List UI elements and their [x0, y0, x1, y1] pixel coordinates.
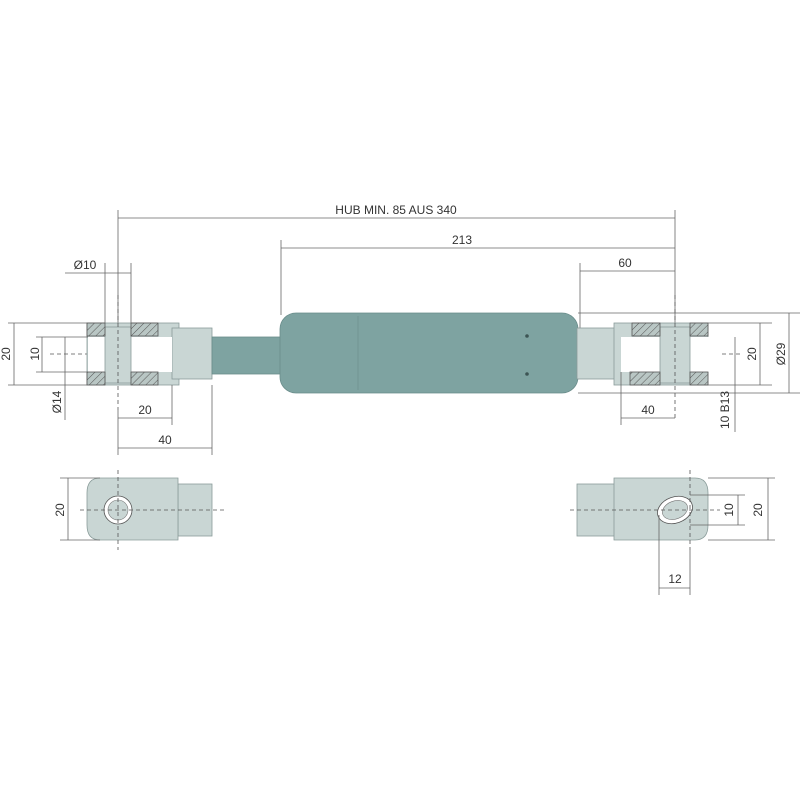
left-hole-label: Ø14: [50, 390, 64, 413]
left-hole-dimension: Ø14: [50, 337, 66, 420]
right-body-diameter-dimension: Ø29: [578, 312, 800, 394]
bottom-right-slot-label: 10: [722, 503, 736, 517]
right-slot-tolerance-label: 10 B13: [718, 391, 732, 429]
right-offset-label: 60: [618, 256, 632, 270]
left-height-dimension: 20: [0, 322, 87, 386]
stroke-label: HUB MIN. 85 AUS 340: [335, 203, 457, 217]
bottom-right-height-label: 20: [751, 503, 765, 517]
left-height-label: 20: [0, 347, 13, 361]
left-eye-to-slot-label: 20: [138, 403, 152, 417]
right-height-dimension: 20: [708, 322, 772, 386]
pin-diameter-dimension: Ø10: [65, 258, 132, 330]
right-offset-dimension: 60: [579, 256, 675, 330]
right-height-label: 20: [745, 347, 759, 361]
left-eye-to-end-label: 40: [158, 433, 172, 447]
piston-rod: [211, 336, 285, 375]
bottom-left-height-label: 20: [53, 503, 67, 517]
left-slot-dimension: 10: [28, 336, 88, 373]
left-eye-side-view: 20: [53, 470, 225, 550]
bottom-right-slot-length-label: 12: [668, 572, 682, 586]
right-slot-tolerance-dimension: 10 B13: [718, 337, 736, 432]
right-body-diameter-label: Ø29: [774, 342, 788, 365]
stroke-dimension: HUB MIN. 85 AUS 340: [117, 203, 676, 330]
right-eye-to-end-dimension: 40: [620, 372, 675, 425]
left-eye-to-slot-dimension: 20: [118, 385, 173, 425]
right-clevis: [576, 322, 721, 386]
left-clevis: [86, 322, 213, 386]
right-eye-to-end-label: 40: [641, 403, 655, 417]
cylinder-body: [279, 312, 582, 394]
pin-diameter-label: Ø10: [74, 258, 97, 272]
left-slot-label: 10: [28, 347, 42, 361]
body-length-dimension: 213: [280, 233, 675, 315]
left-eye-to-end-dimension: 40: [117, 385, 213, 455]
right-eye-side-view: 10 20 12: [570, 470, 775, 595]
body-length-label: 213: [452, 233, 472, 247]
